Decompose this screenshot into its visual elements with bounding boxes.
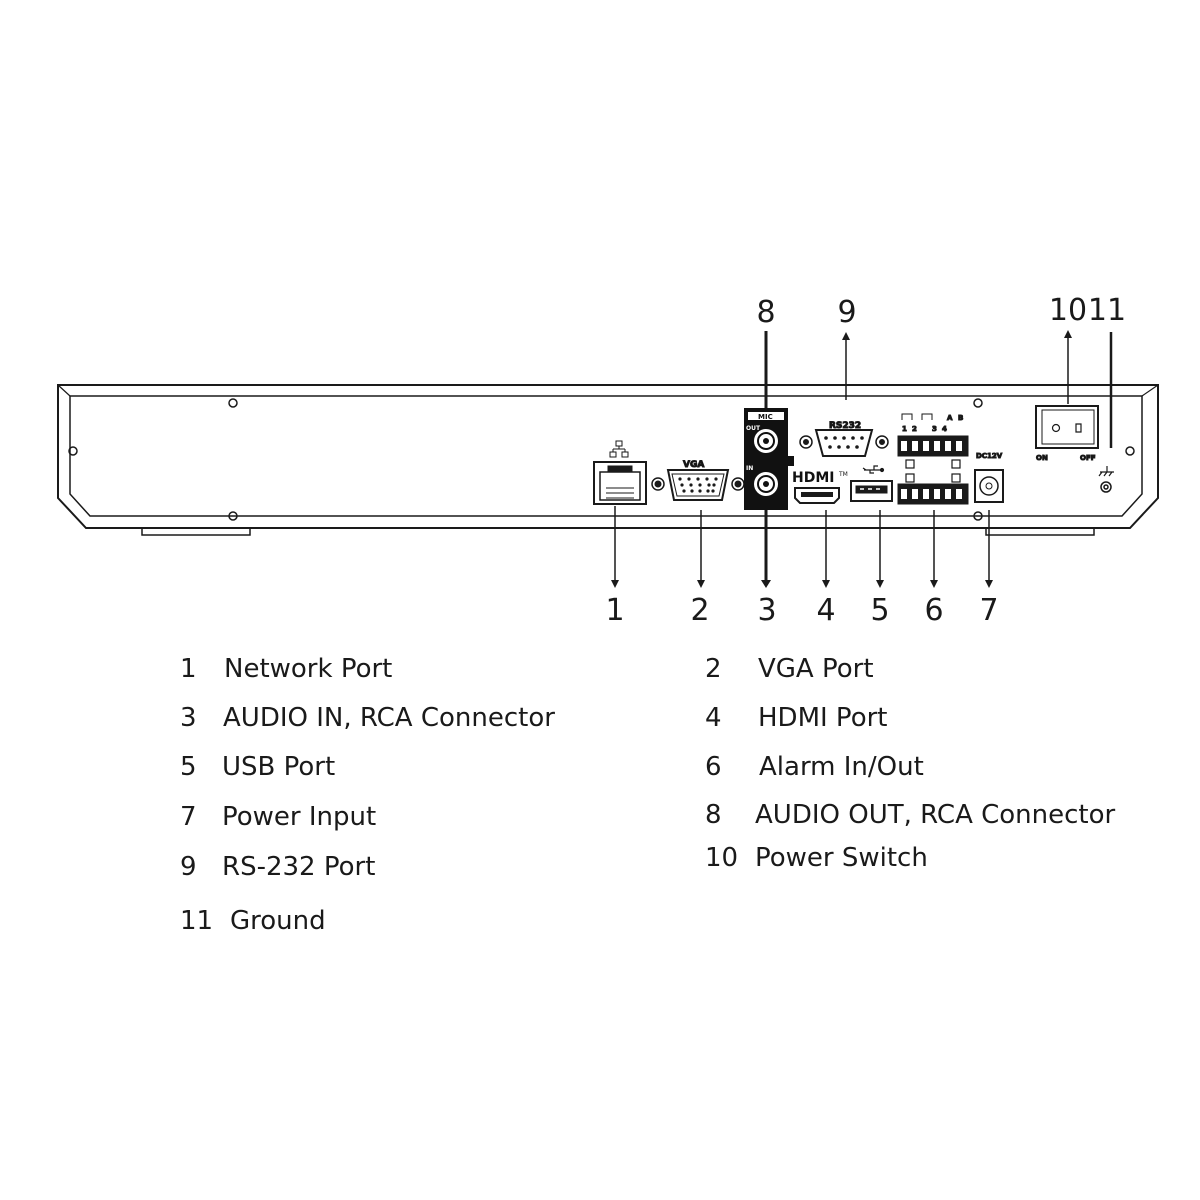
callout-11: 11 xyxy=(1088,293,1126,328)
legend-number: 5 xyxy=(180,752,197,782)
svg-text:OFF: OFF xyxy=(1080,454,1096,462)
legend-number: 1 xyxy=(180,654,197,684)
callout-8: 8 xyxy=(756,295,775,330)
network-port xyxy=(593,440,647,505)
svg-text:VGA: VGA xyxy=(683,460,704,470)
legend-number: 10 xyxy=(705,843,739,873)
svg-text:4: 4 xyxy=(942,425,947,433)
callout-10: 10 xyxy=(1049,293,1087,328)
legend-text: Power Switch xyxy=(755,843,928,873)
legend-text: HDMI Port xyxy=(758,703,888,733)
legend-text: RS-232 Port xyxy=(222,852,376,882)
callout-2: 2 xyxy=(690,593,709,628)
svg-text:HDMI: HDMI xyxy=(792,470,834,486)
svg-text:DC12V: DC12V xyxy=(976,452,1003,460)
network-icon xyxy=(609,440,629,458)
svg-text:2: 2 xyxy=(912,425,917,433)
legend-text: Network Port xyxy=(224,654,393,684)
svg-text:1: 1 xyxy=(902,425,907,433)
legend-text: Power Input xyxy=(222,802,377,832)
chassis xyxy=(57,384,1159,536)
rs232-port: RS232 xyxy=(799,421,889,457)
svg-text:B: B xyxy=(958,414,963,422)
legend-text: Alarm In/Out xyxy=(759,752,924,782)
usb-port xyxy=(850,465,893,502)
ground-icon xyxy=(1098,466,1114,477)
legend-number: 2 xyxy=(705,654,722,684)
legend-number: 8 xyxy=(705,800,722,830)
leader-lines xyxy=(611,330,1113,588)
callout-4: 4 xyxy=(816,593,835,628)
callout-5: 5 xyxy=(870,593,889,628)
power-input: DC12V xyxy=(974,452,1004,503)
svg-text:RS232: RS232 xyxy=(829,421,861,431)
vga-port: VGA xyxy=(651,460,745,501)
audio-block: MIC OUT IN xyxy=(744,408,794,510)
legend-number: 7 xyxy=(180,802,197,832)
svg-text:3: 3 xyxy=(932,425,937,433)
legend-number: 11 xyxy=(180,906,214,936)
svg-text:A: A xyxy=(947,414,953,422)
alarm-terminal-block: 1 2 3 4 A B xyxy=(897,413,969,505)
callout-numbers: 8 9 10 11 1 2 3 4 5 6 7 xyxy=(605,293,1126,628)
legend-text: VGA Port xyxy=(758,654,874,684)
callout-3: 3 xyxy=(757,593,776,628)
usb-icon xyxy=(862,465,885,474)
legend-text: USB Port xyxy=(222,752,336,782)
svg-text:OUT: OUT xyxy=(746,425,761,432)
power-switch: ON OFF xyxy=(1035,405,1099,463)
legend-number: 9 xyxy=(180,852,197,882)
rear-panel-diagram: VGA MIC OUT IN RS232 xyxy=(57,293,1159,628)
audio-out-rca xyxy=(754,429,778,453)
svg-text:ON: ON xyxy=(1036,454,1048,462)
legend-number: 6 xyxy=(705,752,722,782)
legend-number: 4 xyxy=(705,703,722,733)
legend-text: AUDIO IN, RCA Connector xyxy=(223,703,555,733)
chassis-screws xyxy=(68,398,1135,521)
callout-7: 7 xyxy=(979,593,998,628)
callout-6: 6 xyxy=(924,593,943,628)
legend-text: AUDIO OUT, RCA Connector xyxy=(755,800,1116,830)
svg-text:IN: IN xyxy=(746,465,753,472)
callout-9: 9 xyxy=(837,295,856,330)
svg-text:TM: TM xyxy=(838,471,848,478)
audio-in-rca xyxy=(754,472,778,496)
callout-1: 1 xyxy=(605,593,624,628)
hdmi-port: HDMI TM xyxy=(792,470,848,504)
legend-number: 3 xyxy=(180,703,197,733)
svg-text:MIC: MIC xyxy=(758,413,773,421)
legend-text: Ground xyxy=(230,906,326,936)
